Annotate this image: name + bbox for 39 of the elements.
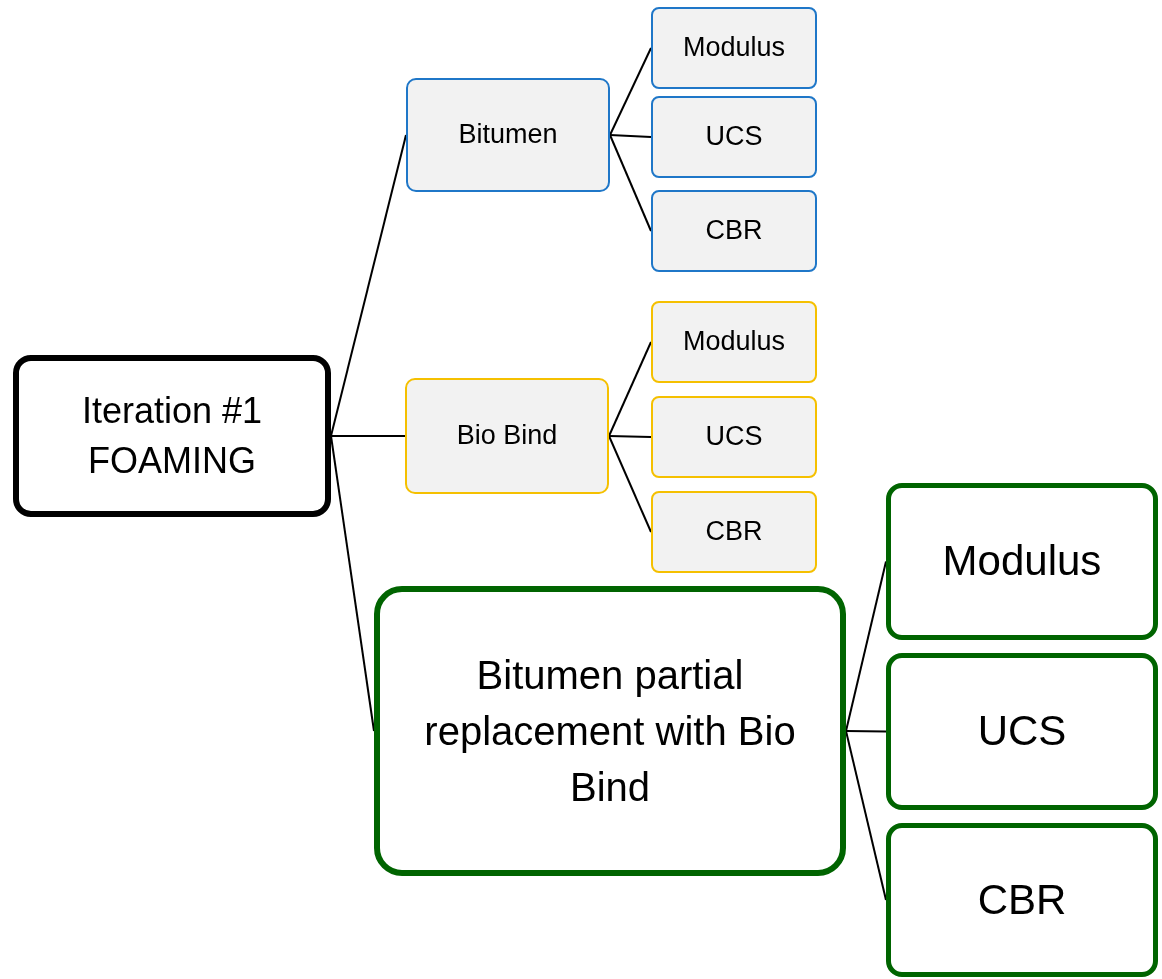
process-box bbox=[886, 823, 1158, 977]
node-label: Iteration #1 bbox=[81, 388, 263, 433]
node-label: Bitumen bbox=[458, 118, 558, 152]
connector-line bbox=[609, 47, 652, 136]
node-label: UCS bbox=[705, 120, 763, 154]
node-label: UCS bbox=[977, 706, 1067, 757]
connector-line bbox=[609, 134, 652, 138]
process-box bbox=[651, 96, 817, 178]
process-box bbox=[886, 483, 1158, 640]
process-box bbox=[651, 190, 817, 272]
process-box bbox=[886, 653, 1158, 810]
node-label: Modulus bbox=[942, 536, 1102, 587]
node-label: Bitumen partial replacement with Bio Bind bbox=[423, 652, 797, 811]
connector-line bbox=[608, 341, 652, 437]
node-label: CBR bbox=[977, 874, 1067, 925]
connector-line bbox=[609, 134, 652, 232]
connector-line bbox=[608, 435, 652, 533]
connector-line bbox=[330, 134, 407, 437]
node-label: Bio Bind bbox=[456, 419, 558, 453]
node-label: UCS bbox=[705, 420, 763, 454]
connector-line bbox=[845, 730, 887, 901]
node-label: CBR bbox=[705, 214, 763, 248]
connector-line bbox=[608, 435, 652, 438]
node-label: Modulus bbox=[682, 325, 786, 359]
connector-line bbox=[845, 730, 887, 733]
node-label: Modulus bbox=[682, 31, 786, 65]
node-label: CBR bbox=[705, 515, 763, 549]
connector-line bbox=[330, 435, 406, 437]
connector-line bbox=[330, 435, 375, 732]
process-box bbox=[13, 355, 331, 517]
process-box bbox=[405, 378, 609, 494]
process-box bbox=[374, 586, 846, 876]
process-box bbox=[651, 491, 817, 573]
node-label: FOAMING bbox=[88, 439, 256, 483]
connector-line bbox=[845, 560, 887, 732]
process-box bbox=[651, 7, 817, 89]
process-box bbox=[406, 78, 610, 192]
process-box bbox=[651, 396, 817, 478]
process-box bbox=[651, 301, 817, 383]
